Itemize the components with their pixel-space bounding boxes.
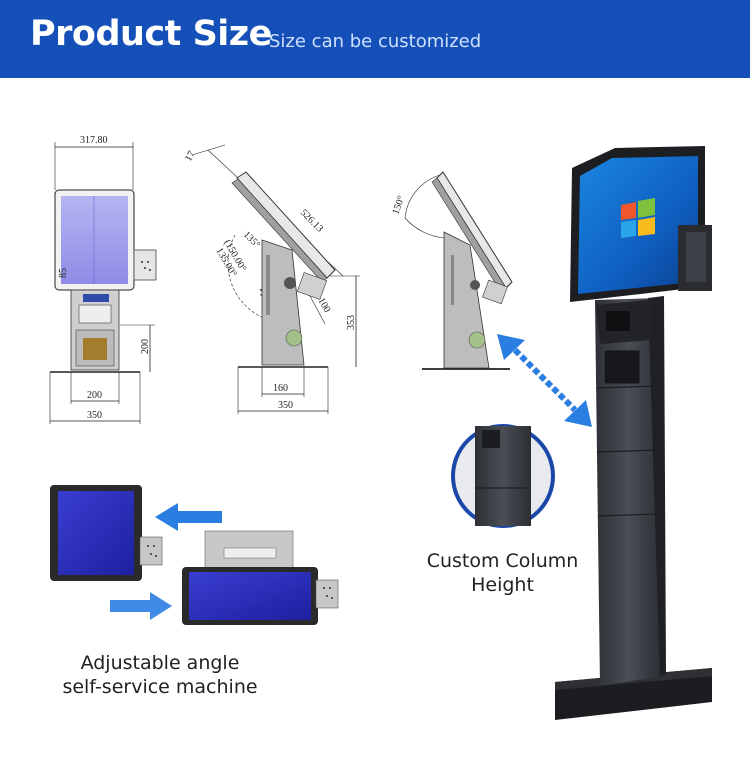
front-view-drawing: 317.80 85 200 200 350 [49, 135, 157, 424]
adjustable-angle-line1: Adjustable angle [80, 652, 240, 674]
product-illustration: 317.80 85 200 200 350 17 526.13 135° [49, 135, 712, 720]
column-height-line1: Custom Column [426, 550, 579, 572]
kiosk-product [555, 146, 712, 720]
dim-screen-length: 526.13 [298, 207, 325, 234]
side-view-drawing: 17 526.13 135° (150.00° 135.00° 可调范围) 10… [183, 144, 360, 414]
double-arrow-icon [497, 334, 592, 427]
dim-tilt-angle: 150° [390, 194, 407, 216]
dim-side-height: 353 [346, 315, 357, 330]
column-height-line2: Height [471, 574, 534, 596]
column-height-caption: Custom Column Height [415, 549, 590, 597]
tilt-view-drawing: 150° [390, 171, 513, 370]
dim-side-base: 350 [278, 400, 293, 411]
windows-logo-icon [621, 198, 655, 238]
header-banner: Product Size Size can be customized [0, 0, 750, 78]
adjustable-angle-line2: self-service machine [62, 676, 258, 698]
dim-height: 85 [58, 268, 69, 278]
dim-height-lower: 200 [140, 339, 151, 354]
page-subtitle: Size can be customized [269, 31, 482, 52]
dim-side-base-inner: 160 [273, 383, 288, 394]
adjustable-angle-illustration [50, 485, 339, 625]
dim-thickness: 17 [183, 149, 198, 163]
adjustable-angle-caption: Adjustable angle self-service machine [40, 651, 280, 699]
dim-angle-small: 135° [241, 229, 262, 250]
column-zoom-circle [451, 424, 555, 528]
dim-base-inner: 200 [87, 390, 102, 401]
dim-width-top: 317.80 [80, 135, 108, 146]
dim-base: 350 [87, 410, 102, 421]
page-title: Product Size [30, 14, 272, 54]
